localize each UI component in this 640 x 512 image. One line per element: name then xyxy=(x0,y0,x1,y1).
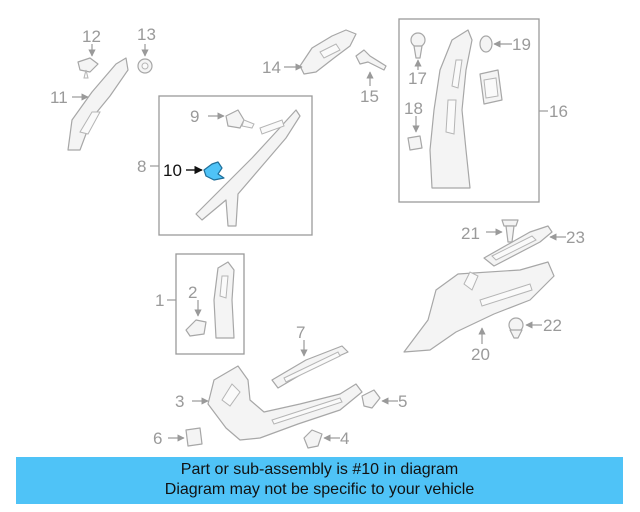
part-23-sill-plate xyxy=(483,225,553,267)
part-21-screw xyxy=(501,219,519,243)
part-3-kick-panel xyxy=(207,365,363,441)
callout-4: 4 xyxy=(340,429,349,448)
callout-18: 18 xyxy=(404,99,423,118)
part-11-trim xyxy=(67,57,129,151)
callout-10: 10 xyxy=(163,161,182,180)
callout-21: 21 xyxy=(461,224,480,243)
callout-12: 12 xyxy=(82,27,101,46)
callout-6: 6 xyxy=(153,429,162,448)
part-9-clip xyxy=(225,109,255,129)
callout-22: 22 xyxy=(543,316,562,335)
part-22-clip xyxy=(508,317,524,339)
callout-8: 8 xyxy=(137,157,146,176)
part-6-cover xyxy=(185,427,203,447)
banner-line-1: Part or sub-assembly is #10 in diagram xyxy=(180,461,459,478)
callout-13: 13 xyxy=(137,25,156,44)
part-1-pillar-trim xyxy=(213,261,235,339)
callout-3: 3 xyxy=(175,392,184,411)
parts-diagram: 12 13 11 14 15 16 17 19 xyxy=(50,18,585,449)
part-20-sill-trim xyxy=(403,261,555,353)
part-16-b-pillar-trim xyxy=(429,29,473,189)
part-7-step-trim xyxy=(271,345,349,389)
part-15-clip xyxy=(355,49,387,71)
callout-23: 23 xyxy=(566,228,585,247)
part-8-a-pillar-trim xyxy=(195,109,301,227)
part-14-bracket xyxy=(299,29,357,75)
info-banner: Part or sub-assembly is #10 in diagram D… xyxy=(16,457,623,504)
callout-20: 20 xyxy=(471,345,490,364)
part-10-highlighted xyxy=(203,161,225,181)
part-4-clip xyxy=(303,429,323,449)
callout-11: 11 xyxy=(50,88,68,107)
callout-1: 1 xyxy=(155,291,164,310)
callout-16: 16 xyxy=(549,102,568,121)
callout-14: 14 xyxy=(262,58,281,77)
part-13-nut xyxy=(137,58,153,74)
part-2-clip xyxy=(185,319,207,337)
callout-2: 2 xyxy=(188,283,197,302)
callout-5: 5 xyxy=(398,392,407,411)
group-box-1 xyxy=(175,253,245,355)
callout-15: 15 xyxy=(360,87,379,106)
part-18-clip xyxy=(407,135,423,151)
part-5-clip xyxy=(361,389,381,409)
part-12-clip xyxy=(77,57,99,79)
part-17-screw xyxy=(410,32,426,59)
part-19-grommet xyxy=(479,35,493,53)
part-16-vent-block xyxy=(479,69,503,105)
banner-line-2: Diagram may not be specific to your vehi… xyxy=(164,481,475,498)
callout-17: 17 xyxy=(408,69,427,88)
callout-9: 9 xyxy=(190,107,199,126)
callout-19: 19 xyxy=(512,35,531,54)
callout-7: 7 xyxy=(296,323,305,342)
